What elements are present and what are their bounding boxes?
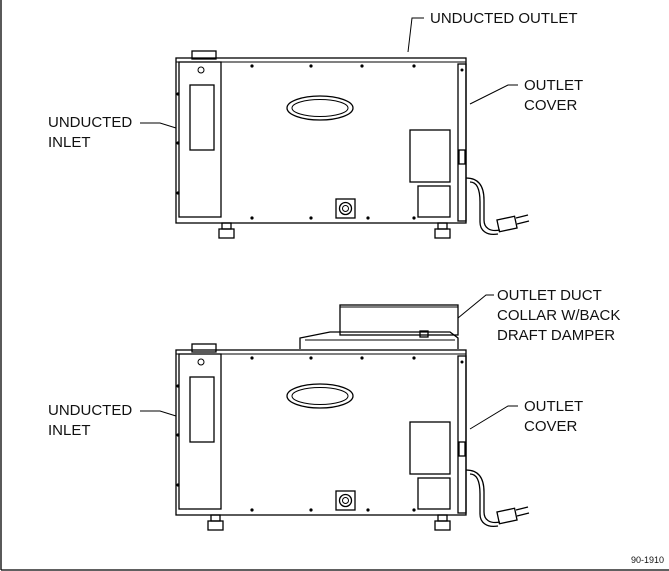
rivet: [176, 191, 180, 195]
rivet: [176, 92, 180, 96]
label-cover-line2: COVER: [524, 418, 578, 435]
rivet: [176, 483, 180, 487]
foot: [218, 228, 235, 239]
rivet: [366, 216, 370, 220]
power-cord: [465, 469, 501, 524]
rivet: [250, 216, 254, 220]
label-collar-line1: OUTLET DUCT: [497, 287, 602, 304]
plug-prong: [516, 220, 530, 225]
label-unducted-outlet: UNDUCTED OUTLET: [430, 10, 578, 27]
foot: [207, 520, 224, 531]
rivet: [460, 68, 464, 72]
rivet: [309, 508, 313, 512]
power-cord: [465, 177, 501, 232]
rivet: [309, 216, 313, 220]
drain-port-icon: [338, 493, 353, 508]
leader-outlet: [407, 17, 424, 53]
plug-prong: [515, 506, 529, 511]
logo-oval-inner: [291, 99, 349, 117]
rivet: [176, 141, 180, 145]
cover-latch: [458, 441, 466, 457]
inlet-panel: [178, 61, 222, 218]
power-cord-inner: [469, 473, 499, 528]
plug-prong: [516, 512, 530, 517]
label-inlet-line1: UNDUCTED: [48, 402, 132, 419]
foot: [434, 228, 451, 239]
rivet: [412, 508, 416, 512]
logo-oval: [286, 95, 354, 121]
rivet: [412, 64, 416, 68]
rivet: [250, 64, 254, 68]
leader-collar: [457, 294, 494, 319]
label-collar-line2: COLLAR W/BACK: [497, 307, 620, 324]
rivet: [360, 64, 364, 68]
inlet-window: [189, 376, 215, 443]
rivet: [360, 356, 364, 360]
rivet: [460, 360, 464, 364]
rivet: [176, 433, 180, 437]
rivet: [412, 216, 416, 220]
drain-fitting: [335, 490, 356, 511]
logo-oval: [286, 383, 354, 409]
collar-latch: [419, 330, 429, 338]
power-box: [417, 477, 451, 510]
control-panel: [409, 129, 451, 183]
unit-top: UNDUCTED OUTLET UNDUCTED INLET OUTLET CO…: [48, 10, 583, 239]
inlet-window: [189, 84, 215, 151]
unit-bottom: OUTLET DUCT COLLAR W/BACK DRAFT DAMPER U…: [48, 287, 620, 531]
leader-cover: [469, 405, 518, 430]
power-cord-inner: [469, 181, 499, 236]
power-plug: [496, 215, 518, 233]
outlet-cover: [457, 63, 467, 222]
outlet-cover: [457, 355, 467, 514]
figure-number: 90-1910: [631, 555, 664, 565]
top-tab: [191, 50, 217, 60]
label-cover-line1: OUTLET: [524, 77, 583, 94]
label-inlet-line2: INLET: [48, 134, 91, 151]
power-box: [417, 185, 451, 218]
label-cover-line1: OUTLET: [524, 398, 583, 415]
screw-icon: [197, 66, 205, 74]
screw-icon: [197, 358, 205, 366]
cover-latch: [458, 149, 466, 165]
foot: [434, 520, 451, 531]
logo-oval-inner: [291, 387, 349, 405]
drain-port-inner: [342, 205, 349, 212]
duct-collar-flange: [299, 331, 459, 349]
leader-inlet: [140, 122, 177, 129]
label-inlet-line2: INLET: [48, 422, 91, 439]
inlet-panel: [178, 353, 222, 510]
plug-prong: [515, 214, 529, 219]
foot-stem: [221, 222, 232, 230]
foot-stem: [437, 514, 448, 522]
rivet: [309, 64, 313, 68]
rivet: [250, 356, 254, 360]
power-plug: [496, 507, 518, 525]
rivet: [412, 356, 416, 360]
label-inlet-line1: UNDUCTED: [48, 114, 132, 131]
rivet: [309, 356, 313, 360]
rivet: [366, 508, 370, 512]
drain-fitting: [335, 198, 356, 219]
duct-collar-box: [339, 304, 459, 336]
label-collar-line3: DRAFT DAMPER: [497, 327, 615, 344]
foot-stem: [210, 514, 221, 522]
unit-body: [175, 349, 467, 516]
label-cover-line2: COVER: [524, 97, 578, 114]
foot-stem: [437, 222, 448, 230]
drain-port-inner: [342, 497, 349, 504]
leader-inlet: [140, 410, 177, 417]
unit-body: [175, 57, 467, 224]
rivet: [176, 384, 180, 388]
rivet: [250, 508, 254, 512]
control-panel: [409, 421, 451, 475]
leader-cover: [469, 84, 518, 105]
top-tab: [191, 343, 217, 353]
drain-port-icon: [338, 201, 353, 216]
